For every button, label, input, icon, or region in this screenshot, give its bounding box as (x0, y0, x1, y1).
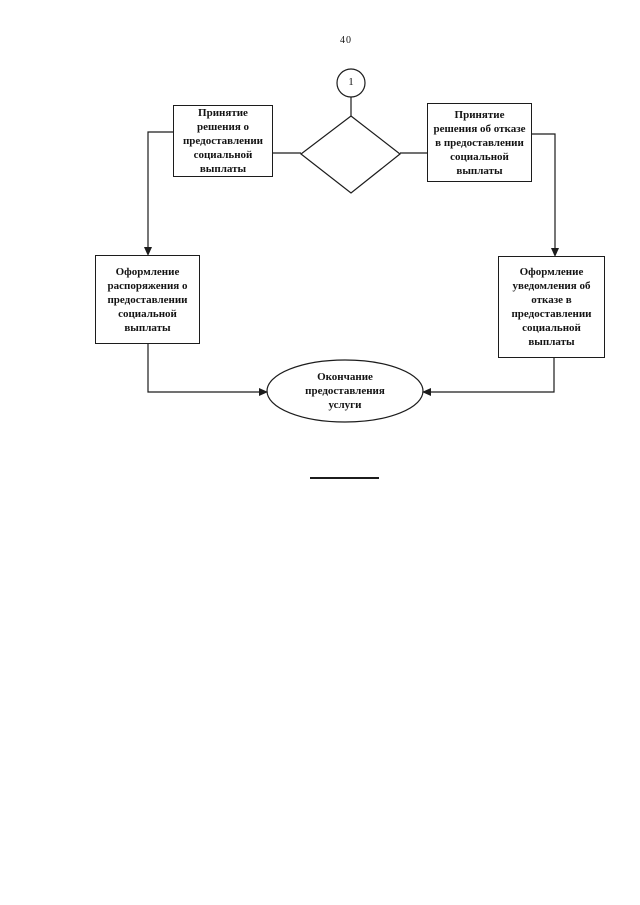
node-refuse-notice: Оформление уведомления об отказе в предо… (498, 256, 605, 358)
offpage-connector-label: 1 (348, 76, 354, 88)
connector-notice-box-to-terminator (430, 358, 555, 393)
terminator-ellipse (266, 359, 424, 423)
node-approve-order: Оформление распоряжения о предоставлении… (95, 255, 200, 344)
node-approve-decision-label: Принятие решения о предоставлении социал… (182, 107, 264, 175)
node-approve-decision: Принятие решения о предоставлении социал… (173, 105, 273, 177)
node-approve-order-label: Оформление распоряжения о предоставлении… (107, 265, 188, 334)
arrowhead-down-right (551, 248, 559, 257)
offpage-connector-circle (336, 68, 366, 98)
node-refuse-decision: Принятие решения об отказе в предоставле… (427, 103, 532, 182)
node-end-terminator: Окончание предоставления услуги (267, 360, 423, 422)
page-number: 40 (340, 35, 352, 46)
arrowhead-down-left (144, 247, 152, 256)
connector-left-box-to-order-box (147, 131, 173, 249)
node-refuse-decision-label: Принятие решения об отказе в предоставле… (433, 108, 526, 177)
decision-diamond (300, 115, 401, 194)
arrowhead-left-into-terminator (422, 388, 431, 396)
node-refuse-notice-label: Оформление уведомления об отказе в предо… (511, 266, 592, 348)
arrowhead-right-into-terminator (259, 388, 268, 396)
node-end-terminator-label: Окончание предоставления услуги (305, 371, 385, 411)
connector-right-box-to-notice-box (532, 133, 556, 250)
connector-order-box-to-terminator (147, 344, 260, 393)
